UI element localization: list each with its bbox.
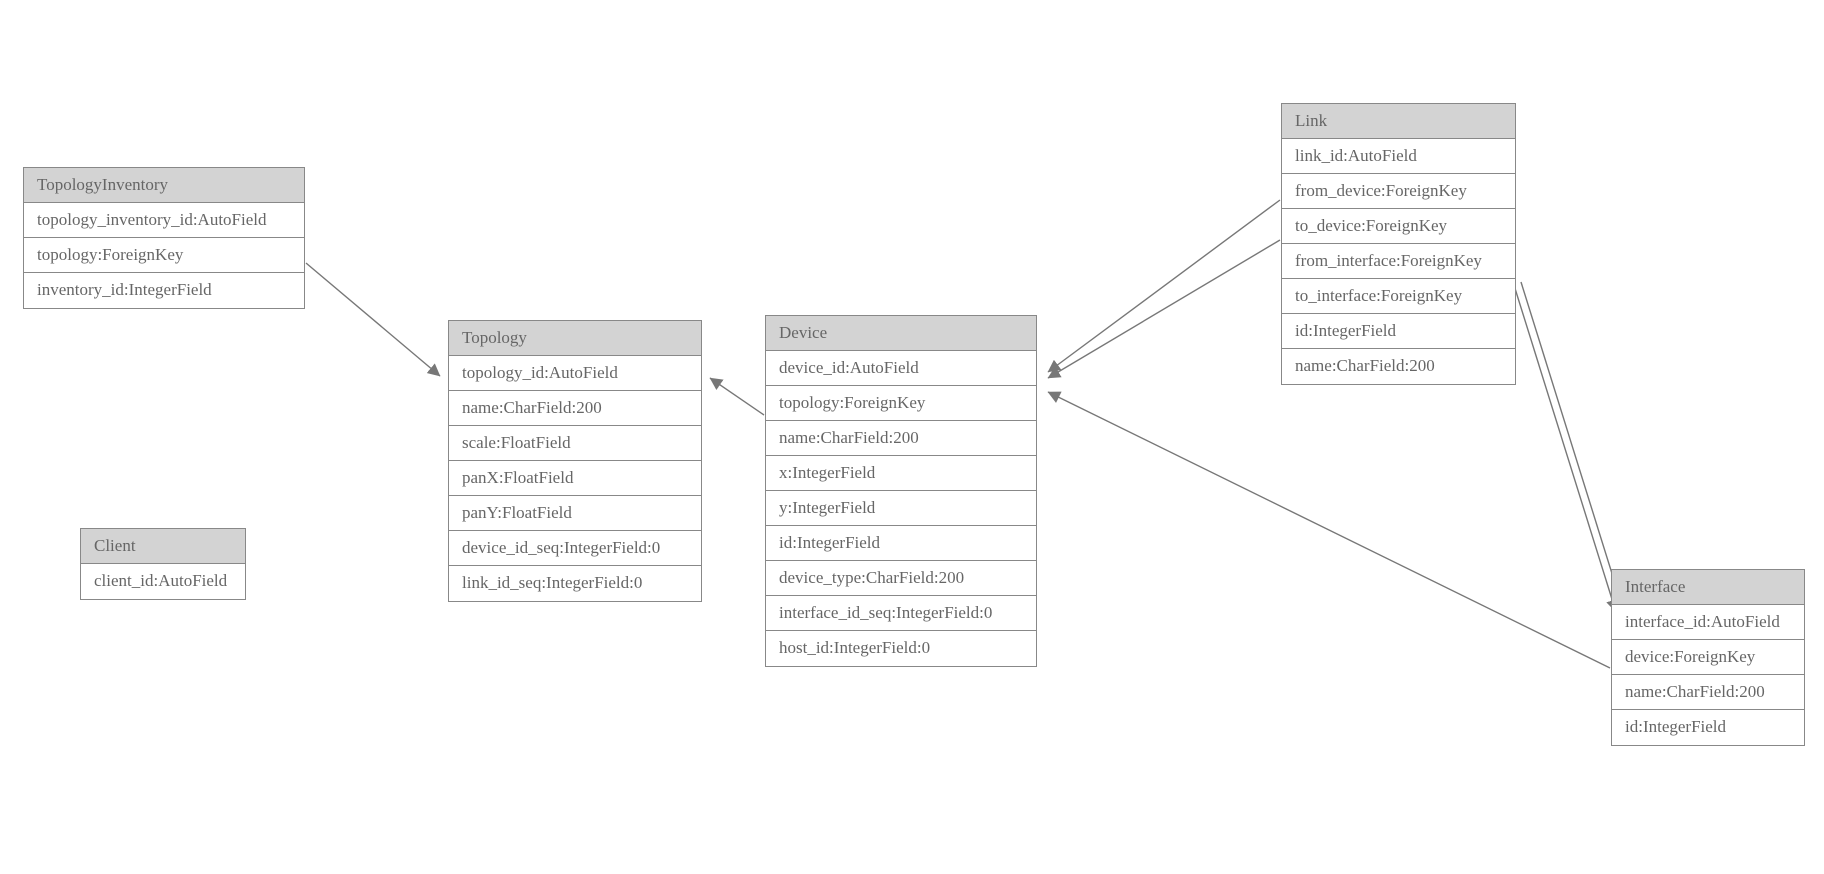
entity-title-device: Device <box>766 316 1036 351</box>
entity-field: topology_id:AutoField <box>449 356 701 391</box>
entity-field: topology_inventory_id:AutoField <box>24 203 304 238</box>
entity-field: interface_id:AutoField <box>1612 605 1804 640</box>
entity-field: name:CharField:200 <box>449 391 701 426</box>
entity-field: name:CharField:200 <box>766 421 1036 456</box>
entity-field: host_id:IntegerField:0 <box>779 638 931 657</box>
edge-link-from-interface <box>1512 281 1619 613</box>
entity-field: panY:FloatField <box>449 496 701 531</box>
edge-interface-device <box>1047 391 1611 669</box>
entity-field: inventory_id:IntegerField <box>37 280 212 299</box>
entity-field: topology:ForeignKey <box>24 238 304 273</box>
entity-field: from_interface:ForeignKey <box>1282 244 1515 279</box>
entity-field: to_interface:ForeignKey <box>1282 279 1515 314</box>
entity-field: panX:FloatField <box>449 461 701 496</box>
entity-title-topology-inventory: TopologyInventory <box>24 168 304 203</box>
entity-field: id:IntegerField <box>766 526 1036 561</box>
edge-link-to-interface <box>1520 281 1627 613</box>
entity-field: scale:FloatField <box>449 426 701 461</box>
entity-field: name:CharField:200 <box>1295 356 1435 375</box>
entity-field: id:IntegerField <box>1625 717 1727 736</box>
entity-field: from_device:ForeignKey <box>1282 174 1515 209</box>
entity-field: device_id:AutoField <box>766 351 1036 386</box>
entity-title-client: Client <box>81 529 245 564</box>
entity-client[interactable]: Client client_id:AutoField <box>80 528 246 600</box>
entity-field: link_id:AutoField <box>1282 139 1515 174</box>
entity-field: client_id:AutoField <box>94 571 228 590</box>
entity-field: device_type:CharField:200 <box>766 561 1036 596</box>
entity-field: link_id_seq:IntegerField:0 <box>462 573 643 592</box>
entity-field: y:IntegerField <box>766 491 1036 526</box>
entity-title-interface: Interface <box>1612 570 1804 605</box>
edge-device-topology <box>709 377 765 416</box>
entity-title-link: Link <box>1282 104 1515 139</box>
entity-field: id:IntegerField <box>1282 314 1515 349</box>
entity-field: device:ForeignKey <box>1612 640 1804 675</box>
edge-link-to-device <box>1047 239 1281 379</box>
entity-title-topology: Topology <box>449 321 701 356</box>
entity-field: name:CharField:200 <box>1612 675 1804 710</box>
entity-field: to_device:ForeignKey <box>1282 209 1515 244</box>
entity-field: topology:ForeignKey <box>766 386 1036 421</box>
entity-field: x:IntegerField <box>766 456 1036 491</box>
entity-field: interface_id_seq:IntegerField:0 <box>766 596 1036 631</box>
entity-field: device_id_seq:IntegerField:0 <box>449 531 701 566</box>
edge-link-from-device <box>1047 199 1281 373</box>
edge-topologyinventory-topology <box>305 262 441 377</box>
